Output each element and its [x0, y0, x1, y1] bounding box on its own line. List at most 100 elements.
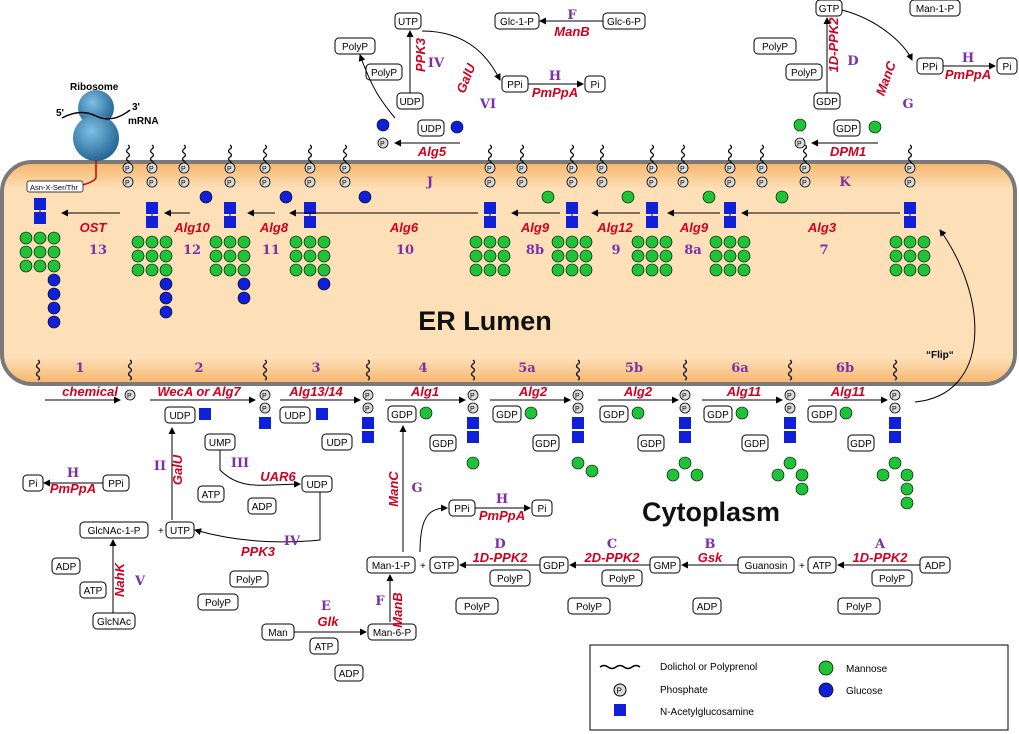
glcnac-icon: [572, 417, 584, 429]
mannose-icon: [690, 468, 704, 482]
mannose-icon: [737, 249, 751, 263]
mannose-icon: [917, 235, 931, 249]
top-ppi-b-text: PPi: [922, 62, 938, 73]
membrane-enzyme-6: Alg11: [726, 384, 761, 399]
glucose-icon: [376, 118, 390, 132]
donor-dolichol-4: PP: [516, 144, 528, 188]
mannose-icon: [551, 249, 565, 263]
mannose-icon: [19, 245, 33, 259]
mannose-icon: [33, 231, 47, 245]
top-gtp-text: GTP: [819, 4, 840, 15]
mannose-icon: [223, 249, 237, 263]
glcnac-icon: [146, 216, 158, 228]
phosphate-icon: P: [259, 402, 271, 414]
cyto-ppi-text: PPi: [108, 479, 124, 490]
glcnac-icon: [224, 202, 236, 214]
phosphate-glyph: P: [649, 180, 654, 187]
mannose-icon: [223, 263, 237, 277]
mannose-icon: [483, 263, 497, 277]
membrane-6b: PP: [876, 359, 914, 510]
phosphate-icon: P: [889, 389, 901, 401]
plus-sign-c: +: [799, 561, 805, 572]
glcnac-icon: [566, 202, 578, 214]
cyto-man6p-text: Man-6-P: [373, 628, 412, 639]
phosphate-glyph: P: [682, 393, 687, 400]
phosphate-icon: P: [889, 402, 901, 414]
phosphate-glyph: P: [125, 180, 130, 187]
membrane-enzyme-2: Alg13/14: [288, 384, 343, 399]
membrane-stage-1: 2: [194, 361, 203, 376]
top-glc6p: Glc-6-P: [602, 12, 646, 30]
membrane-2: PP: [259, 359, 271, 429]
cyto-gdp-released-3-text: GDP: [744, 439, 766, 450]
phosphate-icon: P: [794, 137, 806, 149]
cyto-ump: UMP: [204, 433, 236, 451]
cyto-gdp-released-1-text: GDP: [535, 439, 557, 450]
lumen-stage-2: 11: [262, 243, 280, 258]
glcnac-icon: [316, 408, 328, 420]
glcnac-icon: [646, 202, 658, 214]
phosphate-icon: P: [679, 402, 691, 414]
top-gdp-b: GDP: [833, 119, 861, 137]
mannose-icon: [795, 482, 809, 496]
phosphate-icon: P: [596, 162, 608, 174]
cyto-man: Man: [261, 623, 295, 641]
mannose-icon: [659, 249, 673, 263]
glcnac-icon: [646, 216, 658, 228]
phosphate-glyph: P: [149, 180, 154, 187]
dolichol-chain: [682, 359, 688, 381]
phosphate-icon: P: [799, 162, 811, 174]
phosphate-icon: P: [259, 176, 271, 188]
mannose-icon: [159, 263, 173, 277]
mannose-icon: [419, 406, 433, 420]
glucose-icon: [450, 120, 464, 134]
glucose-icon: [47, 301, 61, 315]
top-enzyme-dpm1: DPM1: [830, 144, 866, 159]
phosphate-glyph: P: [519, 180, 524, 187]
cyto-gdp-mannose-0: GDP: [387, 405, 417, 423]
mannose-icon: [497, 249, 511, 263]
glcnac-icon: [484, 202, 496, 214]
mannose-icon: [709, 249, 723, 263]
glcnac-icon: [362, 431, 374, 443]
cyto-gdp-released-3: GDP: [741, 434, 769, 452]
mannose-icon: [571, 456, 585, 470]
cyto-udp-c: UDP: [301, 475, 333, 493]
cyto-atp-d: ATP: [309, 637, 339, 655]
glycan-11: PP: [209, 144, 251, 305]
phosphate-glyph: P: [149, 166, 154, 173]
cyto-adp-b-text: ADP: [56, 562, 77, 573]
mannose-icon: [303, 263, 317, 277]
cyto-step-h: H: [67, 466, 79, 481]
mannose-icon: [889, 249, 903, 263]
phosphate-glyph: P: [575, 406, 580, 413]
cyto-gdp-main: GDP: [539, 556, 569, 574]
mannose-icon: [645, 249, 659, 263]
mannose-icon: [565, 263, 579, 277]
phosphate-glyph: P: [787, 393, 792, 400]
mrna-label: mRNA: [128, 116, 159, 127]
mannose-icon: [793, 118, 807, 132]
cyto-adp-d: ADP: [334, 664, 364, 682]
phosphate-icon: P: [904, 162, 916, 174]
cyto-step-ii: II: [154, 459, 166, 474]
cyto-guanosin-text: Guanosin: [745, 561, 788, 572]
mannose-icon: [483, 235, 497, 249]
cyto-enzyme-pmppa: PmPpA: [50, 481, 96, 496]
cyto-enzyme-manb: ManB: [390, 592, 405, 627]
lumen-enzyme-2: Alg8: [259, 220, 289, 235]
lumen-enzyme-7: Alg3: [807, 220, 837, 235]
lumen-enzyme-1: Alg10: [173, 220, 210, 235]
glcnac-icon: [679, 431, 691, 443]
top-ppi-text: PPi: [507, 80, 523, 91]
mannose-icon: [678, 456, 692, 470]
phosphate-glyph: P: [380, 141, 385, 148]
mannose-icon: [876, 468, 890, 482]
mannose-icon: [709, 235, 723, 249]
top-enzyme-1d-ppk2: 1D-PPK2: [826, 17, 841, 73]
phosphate-icon: P: [784, 389, 796, 401]
cyto-adp-text: ADP: [252, 502, 273, 513]
mannose-icon: [889, 263, 903, 277]
mannose-icon: [209, 263, 223, 277]
cyto-glcnac: GlcNAc: [92, 612, 136, 630]
